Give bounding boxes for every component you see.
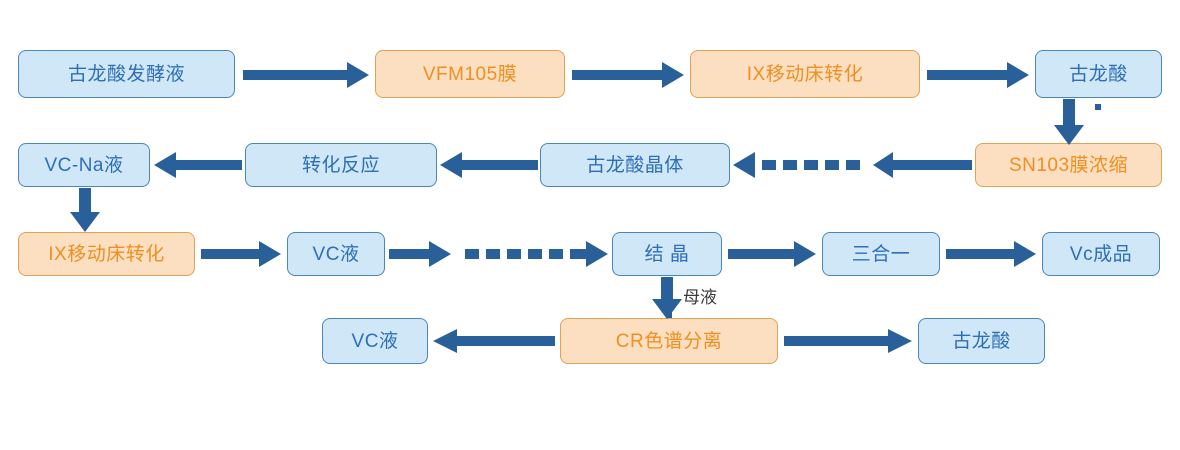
node-vc-na-liquid[interactable]: VC-Na液 bbox=[18, 143, 150, 187]
node-gulonic-acid-row1[interactable]: 古龙酸 bbox=[1035, 50, 1162, 98]
selection-handle-crystallization[interactable] bbox=[664, 280, 670, 286]
node-label: VC-Na液 bbox=[44, 154, 124, 176]
node-vc-finished-product[interactable]: Vc成品 bbox=[1042, 232, 1160, 276]
arrow-conversion-reaction-to-vc-na bbox=[154, 152, 242, 178]
node-crystallization[interactable]: 结 晶 bbox=[612, 232, 722, 276]
arrow-ix-conversion-to-vc-liquid bbox=[201, 241, 281, 267]
node-label: Vc成品 bbox=[1069, 243, 1133, 265]
arrow-gulonic-crystal-to-conversion-reaction bbox=[440, 152, 538, 178]
arrow-crystallization-to-cr-separation bbox=[652, 277, 682, 319]
arrow-three-in-one-to-vc-product bbox=[946, 241, 1036, 267]
node-ix-moving-bed-conversion-row3[interactable]: IX移动床转化 bbox=[18, 232, 195, 276]
node-label: VFM105膜 bbox=[422, 63, 518, 85]
node-sn103-membrane-concentration[interactable]: SN103膜浓缩 bbox=[975, 143, 1162, 187]
node-gulonic-acid-ferment-liquid[interactable]: 古龙酸发酵液 bbox=[18, 50, 235, 98]
node-gulonic-acid-row4[interactable]: 古龙酸 bbox=[918, 318, 1045, 364]
arrow-sn103-to-gulonic-crystal-dashed bbox=[733, 152, 972, 178]
node-three-in-one[interactable]: 三合一 bbox=[822, 232, 940, 276]
arrow-crystallization-to-three-in-one bbox=[728, 241, 816, 267]
node-label: IX移动床转化 bbox=[48, 243, 165, 265]
arrow-gulonic-acid-to-sn103 bbox=[1054, 99, 1084, 145]
edge-label-mother-liquor: 母液 bbox=[683, 288, 717, 307]
node-vc-liquid-row3[interactable]: VC液 bbox=[287, 232, 385, 276]
arrow-vc-na-to-ix-conversion bbox=[70, 188, 100, 232]
node-label: CR色谱分离 bbox=[615, 330, 723, 352]
node-label: 古龙酸 bbox=[952, 330, 1011, 352]
arrow-cr-separation-to-vc-liquid bbox=[433, 329, 555, 353]
node-gulonic-acid-crystal[interactable]: 古龙酸晶体 bbox=[540, 143, 730, 187]
node-ix-moving-bed-conversion-row1[interactable]: IX移动床转化 bbox=[690, 50, 920, 98]
node-label: 古龙酸发酵液 bbox=[67, 63, 185, 85]
selection-handle-vc-na-liquid[interactable] bbox=[81, 191, 87, 197]
node-label: 古龙酸 bbox=[1069, 63, 1128, 85]
node-label: 三合一 bbox=[851, 243, 911, 265]
arrow-cr-separation-to-gulonic-acid bbox=[784, 329, 912, 353]
selection-handle-gulonic-acid-row1[interactable] bbox=[1095, 104, 1101, 110]
node-vc-liquid-row4[interactable]: VC液 bbox=[322, 318, 428, 364]
node-vfm105-membrane[interactable]: VFM105膜 bbox=[375, 50, 565, 98]
node-label: 结 晶 bbox=[644, 243, 690, 265]
node-cr-chromatographic-separation[interactable]: CR色谱分离 bbox=[560, 318, 778, 364]
arrow-ferment-liquid-to-vfm105 bbox=[243, 62, 369, 88]
arrow-ix-conversion-to-gulonic-acid bbox=[927, 62, 1029, 88]
selection-handle-cr-separation[interactable] bbox=[666, 312, 672, 318]
node-conversion-reaction[interactable]: 转化反应 bbox=[245, 143, 437, 187]
node-label: VC液 bbox=[351, 330, 399, 352]
arrow-vc-liquid-to-crystallization-dashed bbox=[389, 241, 608, 267]
node-label: IX移动床转化 bbox=[746, 63, 864, 85]
node-label: 转化反应 bbox=[301, 154, 380, 176]
arrow-vfm105-to-ix-conversion bbox=[572, 62, 684, 88]
node-label: VC液 bbox=[312, 243, 360, 265]
node-label: 古龙酸晶体 bbox=[586, 154, 684, 176]
node-label: SN103膜浓缩 bbox=[1008, 154, 1129, 176]
